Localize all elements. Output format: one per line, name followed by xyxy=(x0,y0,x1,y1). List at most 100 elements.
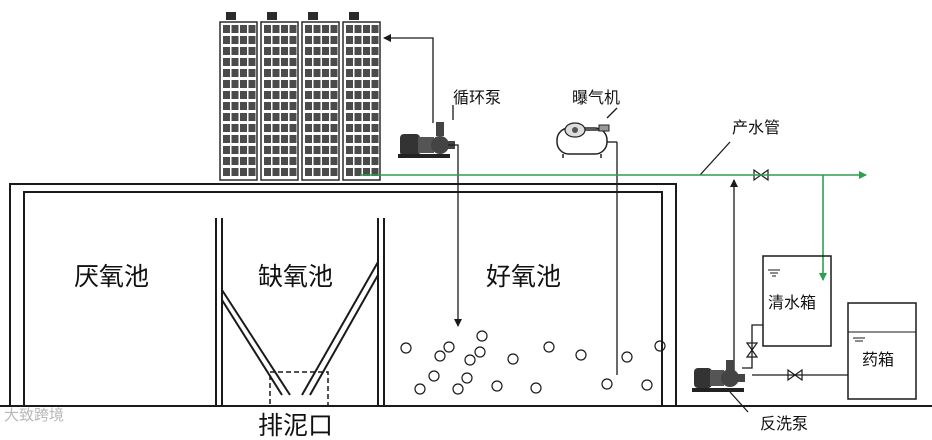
air-bubble-icon xyxy=(543,341,555,353)
membrane-cell xyxy=(264,135,271,143)
membrane-cell xyxy=(330,102,338,110)
membrane-cell xyxy=(346,102,353,110)
membrane-cell xyxy=(371,69,379,77)
membrane-cell xyxy=(313,113,321,121)
blower-icon xyxy=(556,122,610,158)
membrane-cell xyxy=(363,25,370,33)
membrane-cell xyxy=(248,25,256,33)
circulation-pump-icon xyxy=(398,122,455,158)
blower-label-leader xyxy=(606,107,618,119)
membrane-cell xyxy=(289,113,297,121)
membrane-cell xyxy=(322,91,329,99)
membrane-cell xyxy=(354,25,362,33)
membrane-cell xyxy=(223,58,230,66)
membrane-cell xyxy=(346,58,353,66)
membrane-cell xyxy=(305,124,312,132)
membrane-cell xyxy=(240,58,247,66)
membrane-cell xyxy=(223,124,230,132)
membrane-cell xyxy=(223,168,230,176)
membrane-cell xyxy=(264,91,271,99)
hopper-left-inner xyxy=(221,299,283,396)
membrane-cell xyxy=(305,36,312,44)
membrane-cell xyxy=(354,58,362,66)
membrane-cell xyxy=(313,47,321,55)
membrane-cell xyxy=(264,69,271,77)
sludge-outlet-box xyxy=(269,371,329,407)
air-bubble-icon xyxy=(507,353,519,365)
membrane-column xyxy=(342,21,381,181)
hopper-left-outer xyxy=(221,289,291,396)
membrane-cell xyxy=(231,47,239,55)
membrane-cell xyxy=(330,135,338,143)
air-bubble-icon xyxy=(443,341,455,353)
label-backwash-pump: 反洗泵 xyxy=(760,414,809,433)
membrane-cell xyxy=(223,69,230,77)
membrane-cell xyxy=(346,47,353,55)
membrane-cell xyxy=(248,36,256,44)
membrane-cell xyxy=(231,113,239,121)
membrane-cell xyxy=(289,124,297,132)
membrane-cell xyxy=(281,168,288,176)
membrane-cell xyxy=(272,102,280,110)
membrane-cell xyxy=(371,91,379,99)
air-bubbles xyxy=(400,330,666,395)
membrane-cell xyxy=(289,69,297,77)
membrane-cell xyxy=(346,168,353,176)
membrane-cell xyxy=(330,69,338,77)
membrane-cell xyxy=(231,36,239,44)
air-bubble-icon xyxy=(621,351,633,363)
membrane-module xyxy=(219,12,381,181)
tank-inner-wall xyxy=(23,191,663,406)
membrane-cell xyxy=(322,113,329,121)
air-bubble-icon xyxy=(428,370,440,382)
air-bubble-icon xyxy=(474,346,486,358)
membrane-cell xyxy=(223,113,230,121)
membrane-cell xyxy=(322,124,329,132)
membrane-cell xyxy=(305,168,312,176)
membrane-cell xyxy=(313,168,321,176)
membrane-cell xyxy=(248,157,256,165)
membrane-cell xyxy=(240,168,247,176)
membrane-cell xyxy=(281,36,288,44)
membrane-cell xyxy=(289,47,297,55)
membrane-cell xyxy=(354,124,362,132)
membrane-header xyxy=(226,12,236,20)
membrane-cell xyxy=(305,102,312,110)
chemical-tank xyxy=(847,302,917,400)
membrane-cell xyxy=(272,157,280,165)
membrane-cell xyxy=(305,25,312,33)
membrane-cell xyxy=(231,80,239,88)
membrane-cell xyxy=(281,124,288,132)
membrane-cell xyxy=(272,69,280,77)
valve-icon-2 xyxy=(745,342,759,358)
membrane-cell xyxy=(223,25,230,33)
membrane-cell xyxy=(354,36,362,44)
membrane-header xyxy=(349,12,359,20)
membrane-cell xyxy=(240,69,247,77)
membrane-cell xyxy=(289,168,297,176)
membrane-cell xyxy=(330,168,338,176)
air-bubble-icon xyxy=(414,383,426,395)
air-bubble-icon xyxy=(464,354,476,366)
membrane-cell xyxy=(354,113,362,121)
membrane-cell xyxy=(223,91,230,99)
membrane-cell xyxy=(272,80,280,88)
membrane-cell xyxy=(231,25,239,33)
label-sludge-outlet: 排泥口 xyxy=(258,411,334,440)
label-anoxic-tank: 缺氧池 xyxy=(258,262,334,291)
membrane-cell xyxy=(272,135,280,143)
membrane-cell xyxy=(313,36,321,44)
membrane-cell xyxy=(363,157,370,165)
membrane-cell xyxy=(330,80,338,88)
membrane-cell xyxy=(322,135,329,143)
clean-water-tank xyxy=(762,255,832,347)
membrane-cell xyxy=(371,58,379,66)
membrane-cell xyxy=(305,91,312,99)
membrane-cell xyxy=(363,124,370,132)
membrane-cell xyxy=(231,146,239,154)
membrane-cell xyxy=(248,124,256,132)
membrane-cell xyxy=(281,113,288,121)
air-bubble-icon xyxy=(476,330,488,342)
membrane-cell xyxy=(313,91,321,99)
